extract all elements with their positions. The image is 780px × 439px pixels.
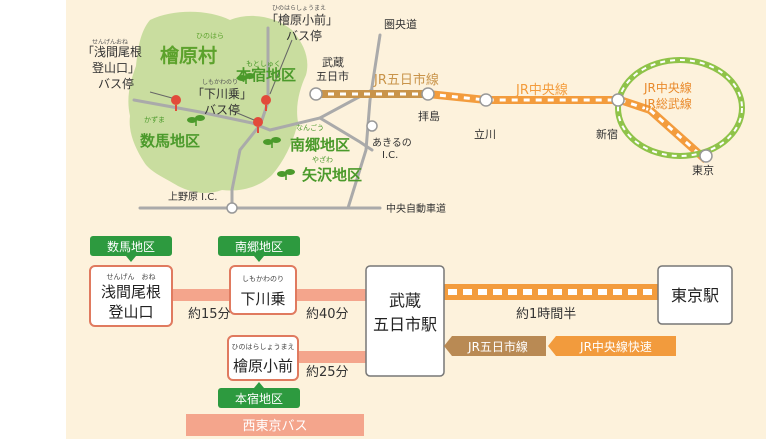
- time-sengen: 約15分: [188, 307, 231, 322]
- station-shinjuku-marker: [611, 93, 625, 107]
- label-musashi-line1: 武蔵: [322, 56, 344, 69]
- stop-box-hinoharasho: ひのはらしょうまえ 檜原小前: [227, 335, 299, 381]
- label-chuo-expressway: 中央自動車道: [386, 202, 446, 215]
- hinohara-village-area: [128, 11, 308, 193]
- badge-motojuku-text: 本宿地区: [235, 391, 283, 406]
- stop-shimokawanori-name: 下川乗: [240, 290, 285, 308]
- stop-box-shimokawanori: しもかわのり 下川乗: [229, 265, 297, 315]
- label-jr-chuo-sobu-line2: JR総武線: [643, 96, 692, 111]
- stop-sengen-ruby: せんげん おね: [107, 272, 156, 281]
- stop-sengen-line2: 登山口: [108, 303, 153, 321]
- busstop-sengen-line1: 「浅間尾根: [82, 45, 142, 59]
- district-kazuma-ruby: かずま: [144, 115, 165, 124]
- label-akiruno-ic-line1: あきるの: [372, 137, 412, 149]
- district-nango-ruby: なんごう: [296, 123, 324, 132]
- station-tachikawa-marker: [479, 93, 493, 107]
- label-jr-chuo-sobu-line1: JR中央線: [643, 80, 692, 95]
- badge-kazuma-text: 数馬地区: [107, 239, 155, 254]
- badge-motojuku: 本宿地区: [218, 382, 300, 408]
- station-haijima-marker: [421, 87, 435, 101]
- district-nango: 南郷地区: [290, 136, 350, 154]
- road-kazuma: [132, 88, 374, 132]
- stop-shimokawanori-ruby: しもかわのり: [242, 275, 284, 283]
- label-station-shinjuku: 新宿: [596, 127, 618, 141]
- jr-chuo-sobu-loop: [615, 57, 745, 159]
- label-kenodo: 圏央道: [384, 17, 417, 31]
- arrow-jr-chuo-rapid: JR中央線快速: [548, 336, 676, 356]
- akiruno-ic-marker: [366, 120, 378, 132]
- label-musashi-line2: 五日市: [316, 69, 349, 83]
- district-yazawa: 矢沢地区: [302, 166, 362, 184]
- bus-stop-pin-sengen: [171, 95, 181, 111]
- busstop-hinoharasho-ruby: ひのはらしょうまえ: [272, 5, 326, 12]
- route-diagram: 数馬地区 南郷地区 本宿地区 せんげん おね 浅間尾根 登山口 しもかわのり 下…: [89, 236, 733, 436]
- busstop-shimokawanori-ruby: しもかわのり: [202, 79, 238, 86]
- station-tokyo-marker: [699, 149, 713, 163]
- area-map: ひのはら 檜原村 もとしゅく 本宿地区 かずま 数馬地区 なんごう 南郷地区 や…: [82, 5, 745, 215]
- stop-box-sengen: せんげん おね 浅間尾根 登山口: [89, 265, 173, 327]
- stop-sengen-line1: 浅間尾根: [101, 283, 161, 301]
- bus-company-label: 西東京バス: [242, 418, 307, 434]
- time-hinoharasho: 約25分: [306, 365, 349, 380]
- bus-stop-pin-hinoharasho: [261, 95, 271, 111]
- sprout-icon-motojuku: [237, 73, 255, 84]
- busstop-hinoharasho-line2: バス停: [286, 28, 322, 43]
- sprout-icon-kazuma: [187, 115, 205, 126]
- village-ruby: ひのはら: [196, 32, 224, 40]
- badge-nango: 南郷地区: [218, 236, 300, 262]
- label-akiruno-ic-line2: I.C.: [382, 150, 398, 161]
- arrow-jr-chuo-rapid-text: JR中央線快速: [579, 339, 652, 354]
- leader-sengen: [149, 91, 173, 99]
- busstop-sengen-ruby: せんげんおね: [92, 38, 128, 46]
- badge-nango-text: 南郷地区: [235, 239, 283, 254]
- sprout-icon-yazawa: [277, 169, 295, 180]
- stop-box-tokyo: 東京駅: [657, 265, 733, 325]
- district-yazawa-ruby: やざわ: [312, 155, 333, 164]
- time-train: 約1時間半: [516, 307, 576, 322]
- label-station-tachikawa: 立川: [474, 127, 496, 141]
- bus-stop-pin-shimokawanori: [253, 117, 263, 133]
- stop-box-musashi-itsukaichi: 武蔵 五日市駅: [365, 265, 445, 377]
- uenohara-ic-marker: [226, 202, 238, 214]
- bus-company-banner: 西東京バス: [186, 414, 364, 436]
- busstop-shimokawanori-line1: 「下川乗」: [192, 87, 252, 101]
- district-motojuku-ruby: もとしゅく: [246, 60, 281, 68]
- label-uenohara-ic: 上野原 I.C.: [168, 191, 217, 203]
- arrow-jr-gokaichi-text: JR五日市線: [467, 339, 528, 354]
- time-shimokawanori: 約40分: [306, 307, 349, 322]
- stop-musashi-line1: 武蔵: [389, 291, 421, 310]
- stop-hinoharasho-name: 檜原小前: [233, 357, 293, 375]
- road-ashigara: [318, 116, 374, 152]
- stop-hinoharasho-ruby: ひのはらしょうまえ: [232, 343, 295, 351]
- label-station-haijima: 拝島: [418, 109, 440, 123]
- road-nango: [230, 123, 262, 214]
- label-jr-gokaichi: JR五日市線: [373, 72, 439, 88]
- busstop-hinoharasho-line1: 「檜原小前」: [266, 12, 338, 27]
- label-jr-chuo: JR中央線: [515, 82, 568, 98]
- stop-musashi-line2: 五日市駅: [373, 315, 437, 334]
- busstop-shimokawanori-line2: バス停: [204, 102, 240, 117]
- rail-route-line: [444, 284, 658, 300]
- arrow-jr-gokaichi: JR五日市線: [444, 336, 546, 356]
- sprout-icon-nango: [263, 137, 281, 148]
- station-musashi-itsukaichi-marker: [309, 87, 323, 101]
- busstop-sengen-line2: 登山口」: [92, 60, 140, 75]
- district-kazuma: 数馬地区: [140, 132, 200, 150]
- stop-tokyo-name: 東京駅: [671, 286, 719, 305]
- district-motojuku: 本宿地区: [236, 66, 296, 84]
- busstop-sengen-line3: バス停: [98, 76, 134, 91]
- badge-kazuma: 数馬地区: [90, 236, 172, 262]
- leader-shimokawanori: [229, 109, 255, 121]
- leader-hinoharasho: [269, 39, 293, 95]
- village-name: 檜原村: [160, 44, 217, 67]
- label-station-tokyo: 東京: [692, 163, 714, 177]
